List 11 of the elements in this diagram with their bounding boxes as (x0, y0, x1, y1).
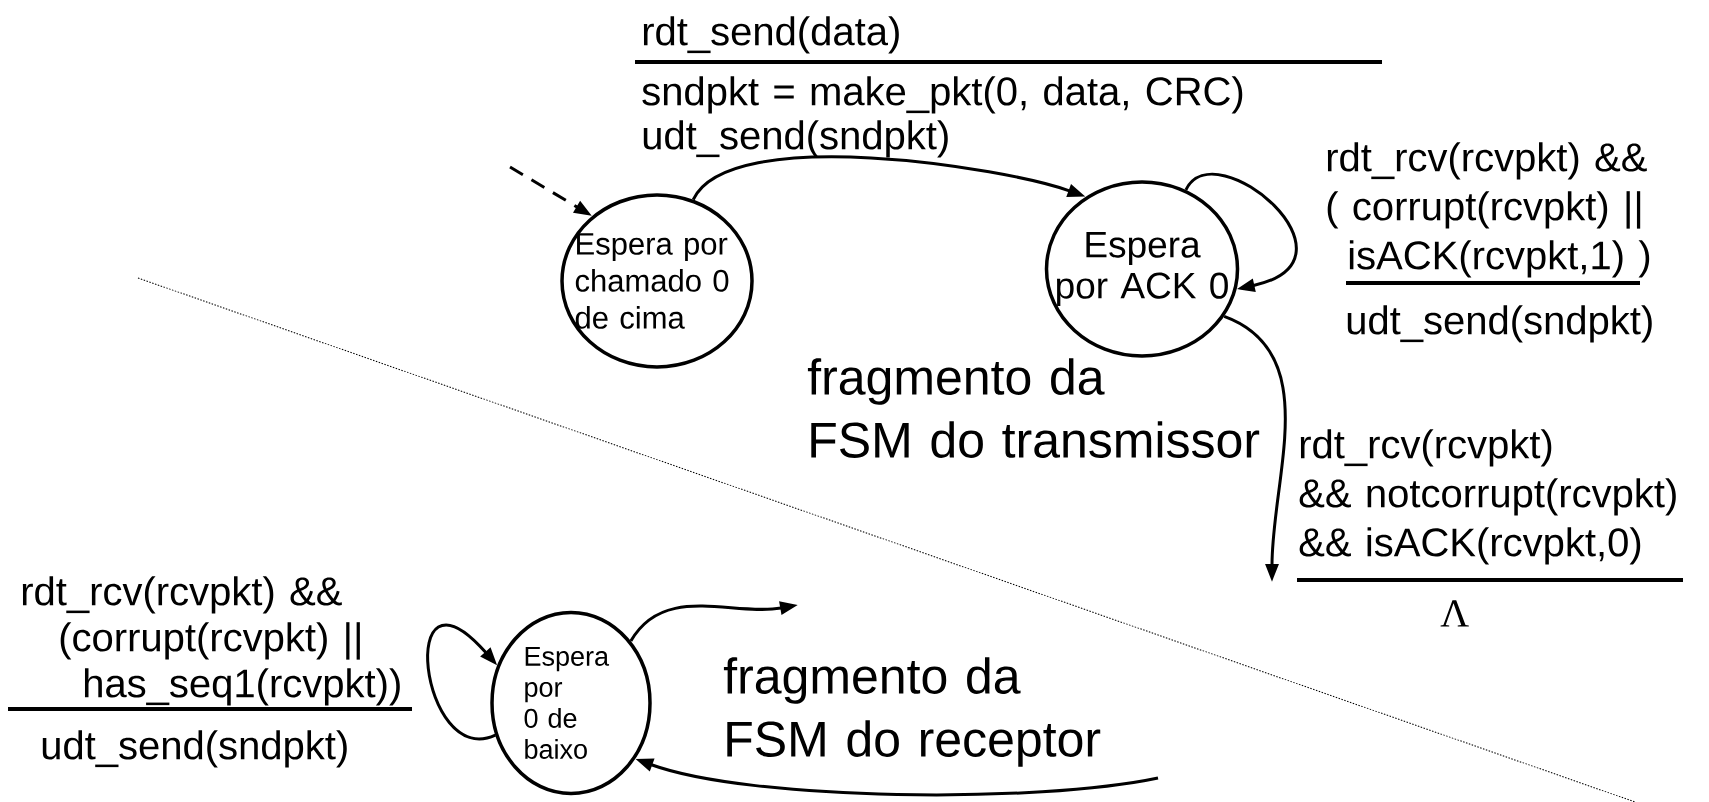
action-text: sndpkt = make_pkt(0, data, CRC) udt_send(sndpkt) (642, 76, 1243, 158)
edge-label: rdt_rcv(rcvpkt) && (corrupt(rcvpkt) || has_seq1(rcvpkt)) (22, 576, 400, 706)
action-text: udt_send(sndpkt) (1347, 305, 1652, 343)
edge-label: rdt_send(data) (643, 16, 899, 54)
edge-label: rdt_rcv(rcvpkt) && ( corrupt(rcvpkt) || isACK(rcvpkt,1) ) (1327, 142, 1650, 278)
fsm-caption: fragmento da FSM do transmissor (807, 358, 1260, 458)
fsm-caption: fragmento da FSM do receptor (723, 657, 1101, 767)
edge-label: rdt_rcv(rcvpkt) && notcorrupt(rcvpkt) && isACK(rcvpkt,0) (1299, 429, 1676, 565)
action-text: udt_send(sndpkt) (42, 730, 347, 768)
action-symbol: Λ (1440, 600, 1469, 627)
arrow (1184, 172, 1298, 293)
